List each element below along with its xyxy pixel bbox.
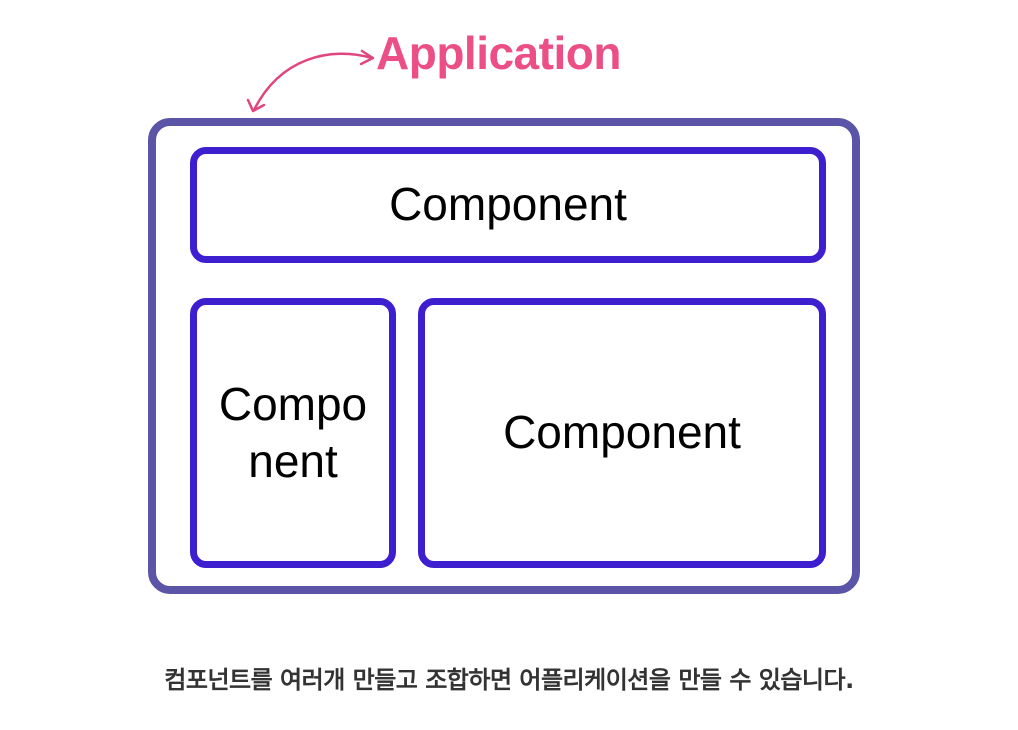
application-label: Application — [376, 27, 621, 79]
component-right-label: Component — [503, 406, 741, 459]
component-left-label: Component — [218, 377, 368, 488]
diagram-caption: 컴포넌트를 여러개 만들고 조합하면 어플리케이션을 만들 수 있습니다. — [164, 666, 854, 694]
component-top: Component — [190, 147, 826, 263]
component-top-label: Component — [389, 178, 627, 231]
component-left: Component — [190, 298, 396, 568]
curved-arrow-icon — [246, 49, 375, 113]
component-right: Component — [418, 298, 826, 568]
